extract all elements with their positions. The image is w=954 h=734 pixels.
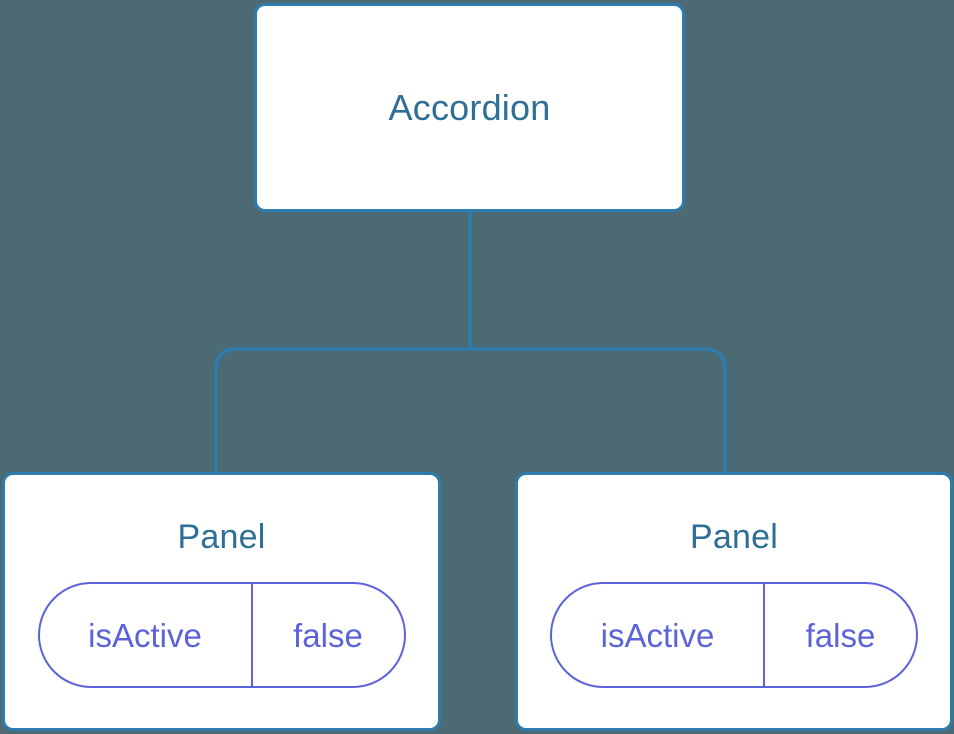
- edge-accordion-to-panel-left: [214, 347, 470, 476]
- state-pill-value: false: [805, 616, 876, 654]
- state-pill-key: isActive: [40, 584, 253, 686]
- edge-accordion-to-panel-right: [470, 347, 727, 476]
- node-panel-left-label: Panel: [177, 518, 266, 556]
- node-accordion-label: Accordion: [388, 86, 551, 128]
- state-pill-key: isActive: [552, 584, 765, 686]
- node-accordion[interactable]: Accordion: [254, 3, 685, 212]
- state-pill-panel-right[interactable]: isActive false: [550, 582, 918, 688]
- node-panel-right-label: Panel: [690, 518, 778, 556]
- state-pill-panel-left[interactable]: isActive false: [37, 582, 406, 688]
- state-pill-value: false: [293, 616, 363, 654]
- node-panel-right[interactable]: Panel isActive false: [515, 472, 953, 731]
- node-panel-left[interactable]: Panel isActive false: [2, 472, 441, 731]
